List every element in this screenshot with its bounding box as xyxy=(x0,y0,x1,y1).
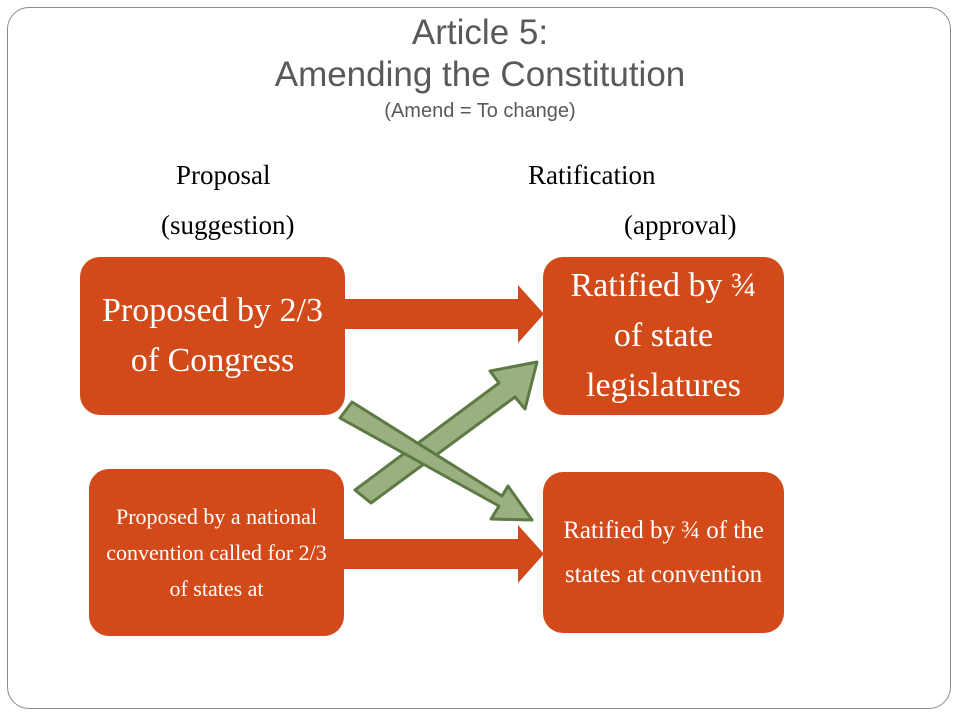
arrow-convention-to-legislatures xyxy=(353,360,539,505)
arrow-congress-to-legislatures xyxy=(338,285,544,343)
box-ratified-by-legislatures-text: Ratified by ¾ of state legislatures xyxy=(570,267,757,404)
box-ratified-by-conventions-text: Ratified by ¾ of the states at conventio… xyxy=(563,516,764,588)
title-line-2: Amending the Constitution xyxy=(274,55,686,94)
title-subtitle: (Amend = To change) xyxy=(384,100,576,122)
proposal-heading: Proposal xyxy=(176,160,271,190)
box-proposed-by-convention: Proposed by a national convention called… xyxy=(89,469,344,636)
proposal-note: (suggestion) xyxy=(161,210,295,240)
box-proposed-by-convention-text: Proposed by a national convention called… xyxy=(106,503,327,601)
ratification-heading: Ratification xyxy=(528,160,656,190)
box-ratified-by-conventions: Ratified by ¾ of the states at conventio… xyxy=(543,472,784,633)
arrow-convention-to-conventions xyxy=(338,525,544,583)
ratification-note: (approval) xyxy=(624,210,737,240)
arrow-congress-to-conventions xyxy=(338,400,534,522)
title-line-1: Article 5: xyxy=(411,13,549,52)
slide-title: Article 5: Amending the Constitution (Am… xyxy=(0,12,960,126)
box-proposed-by-congress-text: Proposed by 2/3 of Congress xyxy=(102,292,323,379)
box-proposed-by-congress: Proposed by 2/3 of Congress xyxy=(80,257,345,415)
box-ratified-by-legislatures: Ratified by ¾ of state legislatures xyxy=(543,257,784,415)
